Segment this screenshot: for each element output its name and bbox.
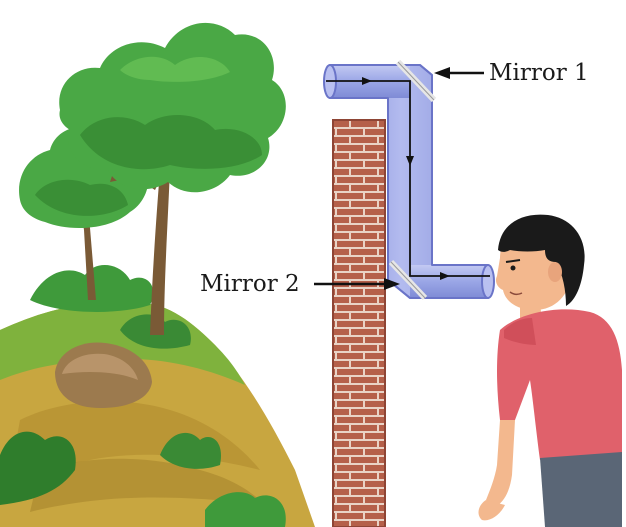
mirror-1-label: Mirror 1 [489,62,589,85]
brick-wall [333,120,385,527]
boy [479,215,622,527]
pointer-mirror-1 [434,67,484,79]
mirror-2-label: Mirror 2 [200,273,300,296]
